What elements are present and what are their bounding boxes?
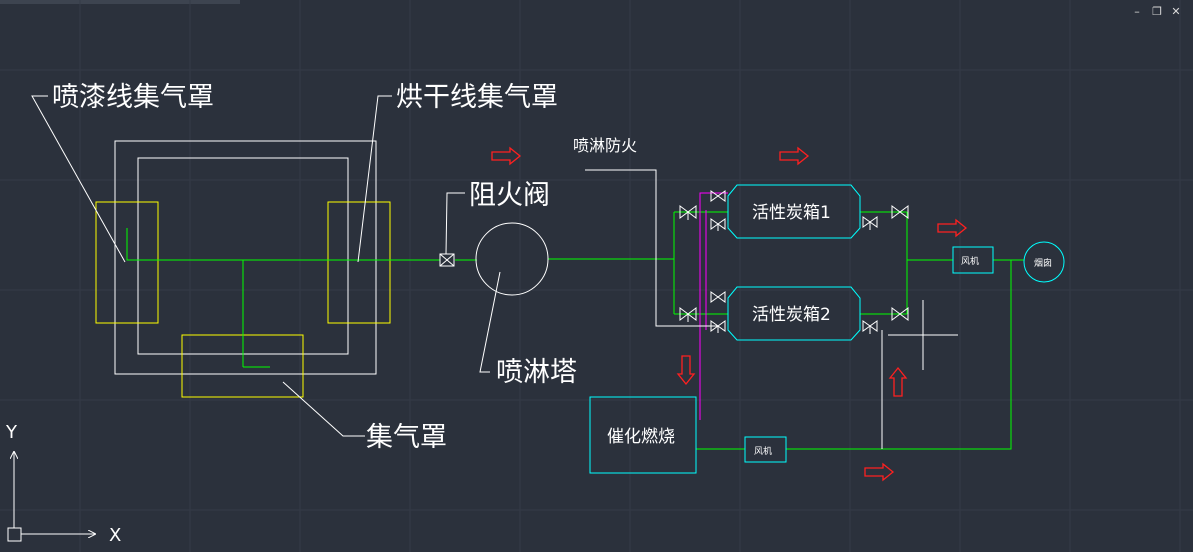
carbon-box-1-label: 活性炭箱1 (752, 203, 831, 223)
carbon-boxes (727, 184, 861, 341)
dry-hood-box (327, 201, 391, 324)
ucs-icon (7, 452, 95, 542)
spray-tower-circle (475, 222, 549, 296)
catalytic-label: 催化燃烧 (607, 427, 675, 447)
minimize-icon[interactable]: – (1134, 5, 1140, 18)
chimney-label: 烟囱 (1034, 257, 1052, 269)
flow-arrow-4 (864, 462, 895, 482)
flow-arrow-1 (491, 146, 522, 166)
duct-lines (126, 211, 1024, 450)
fan-top-label: 风机 (961, 255, 979, 267)
magenta-line (699, 192, 728, 420)
flame-valve-label: 阻火阀 (469, 180, 550, 211)
flow-arrow-down (676, 355, 696, 386)
spray-hood-label: 喷漆线集气罩 (52, 82, 214, 113)
fan-top-box (952, 246, 994, 274)
collect-hood-label: 集气罩 (366, 422, 447, 453)
carbon-box-1-shape (727, 184, 861, 239)
flow-arrow-up (888, 366, 908, 397)
dry-hood-label: 烘干线集气罩 (396, 82, 558, 113)
workshop-outline (114, 140, 377, 375)
spray-hood-box (95, 201, 159, 324)
hood-boxes (95, 201, 391, 398)
spray-fire-label: 喷淋防火 (573, 136, 637, 155)
flame-valve-icon (439, 253, 455, 267)
close-icon[interactable]: ✕ (1171, 5, 1181, 18)
flow-arrow-3 (937, 218, 968, 238)
spray-tower-label: 喷淋塔 (496, 357, 577, 388)
toolbar-strip (0, 0, 240, 4)
fan-bottom-box (744, 436, 787, 463)
carbon-box-2-shape (727, 286, 861, 341)
fan-bottom-label: 风机 (754, 445, 772, 457)
leader-lines (31, 95, 501, 437)
flow-arrow-2 (779, 146, 810, 166)
catalytic-box (589, 396, 697, 474)
y-axis-label: Y (5, 422, 18, 443)
spray-fire-line (585, 169, 718, 327)
carbon-box-2-label: 活性炭箱2 (752, 305, 831, 325)
flow-arrows (491, 146, 968, 482)
restore-icon[interactable]: ❐ (1152, 5, 1162, 18)
chimney-circle (1023, 241, 1065, 283)
valve-icons (679, 190, 909, 334)
x-axis-label: X (109, 525, 121, 546)
